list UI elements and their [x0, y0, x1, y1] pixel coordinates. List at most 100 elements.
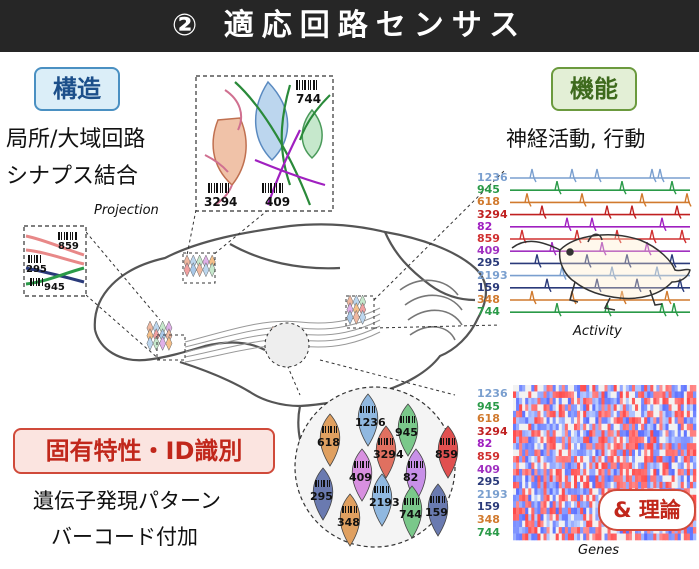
heatmap-cell	[555, 501, 560, 509]
heatmap-cell	[659, 462, 663, 470]
heatmap-cell	[558, 520, 563, 528]
heatmap-cell	[583, 481, 587, 489]
heatmap-cell	[528, 527, 532, 534]
heatmap-cell	[592, 520, 596, 528]
heatmap-cell	[662, 462, 666, 470]
heatmap-cell	[589, 468, 593, 476]
heatmap-cell	[580, 456, 584, 463]
heatmap-cell	[598, 385, 602, 392]
heatmap-cell	[674, 430, 678, 437]
heatmap-cell	[607, 397, 611, 405]
heatmap-cell	[601, 430, 605, 437]
heatmap-cell	[561, 475, 566, 483]
heatmap-cell	[522, 527, 526, 534]
heatmap-cell	[552, 417, 556, 425]
heatmap-cell	[595, 481, 599, 489]
heatmap-cell	[534, 481, 538, 489]
heatmap-cell	[598, 520, 602, 528]
heatmap-cell	[610, 481, 614, 489]
heatmap-cell	[668, 404, 672, 412]
heatmap-cell	[546, 462, 550, 470]
heatmap-cell	[534, 397, 538, 405]
heatmap-cell	[686, 449, 691, 457]
heatmap-cell	[534, 475, 538, 483]
heatmap-cell	[616, 404, 621, 412]
heatmap-cell	[567, 449, 572, 457]
heatmap-cell	[549, 385, 553, 392]
heatmap-cell	[540, 527, 544, 534]
heatmap-cell	[561, 494, 566, 502]
heatmap-cell	[519, 404, 523, 412]
heatmap-cell	[662, 436, 666, 444]
heatmap-cell	[647, 436, 651, 444]
heatmap-cell	[522, 468, 526, 476]
heatmap-cell	[680, 397, 685, 405]
projection-inset-label: 3294	[204, 195, 238, 209]
banner-title: ② 適応回路センサス	[171, 8, 528, 43]
heatmap-cell	[522, 430, 526, 437]
heatmap-cell	[635, 430, 639, 437]
heatmap-cell	[659, 410, 663, 418]
heatmap-cell	[622, 391, 627, 399]
heatmap-cell	[592, 456, 596, 463]
heatmap-cell	[674, 436, 678, 444]
heatmap-cell	[631, 385, 636, 392]
heatmap-cell	[513, 410, 517, 418]
heatmap-cell	[638, 385, 642, 392]
heatmap-cell	[561, 462, 566, 470]
heatmap-cell	[638, 443, 642, 450]
heatmap-cell	[543, 397, 547, 405]
heatmap-cell	[650, 468, 654, 476]
heatmap-cell	[625, 468, 630, 476]
heatmap-cell	[570, 533, 575, 541]
heatmap-cell	[549, 527, 553, 534]
heatmap-cell	[631, 391, 636, 399]
heatmap-cell	[525, 417, 529, 425]
heatmap-cell	[558, 527, 563, 534]
heatmap-cell	[586, 430, 590, 437]
heatmap-cell	[525, 391, 529, 399]
heatmap-cell	[531, 468, 535, 476]
heatmap-cell	[631, 475, 636, 483]
heatmap-cell	[644, 430, 648, 437]
cluster-cell-label: 409	[349, 471, 372, 484]
heatmap-cell	[680, 404, 685, 412]
heatmap-cell	[574, 443, 578, 450]
heatmap-cell	[622, 456, 627, 463]
heatmap-cell	[631, 462, 636, 470]
heatmap-cell	[543, 533, 547, 541]
activity-trace	[510, 266, 690, 280]
heatmap-cell	[647, 533, 651, 541]
heatmap-cell	[577, 494, 581, 502]
heatmap-cell	[665, 391, 669, 399]
heatmap-cell	[686, 443, 691, 450]
heatmap-cell	[638, 456, 642, 463]
heatmap-cell	[567, 462, 572, 470]
cluster-cell-label: 82	[403, 471, 419, 484]
heatmap-cell	[692, 533, 697, 541]
heatmap-cell	[546, 397, 550, 405]
heatmap-cell	[607, 385, 611, 392]
heatmap-cell	[598, 456, 602, 463]
heatmap-cell	[677, 462, 682, 470]
heatmap-cell	[610, 391, 614, 399]
heatmap-cell	[659, 468, 663, 476]
heatmap-cell	[610, 456, 614, 463]
heatmap-cell	[659, 430, 663, 437]
heatmap-cell	[555, 527, 560, 534]
heatmap-cell	[631, 533, 636, 541]
heatmap-cell	[531, 475, 535, 483]
heatmap-cell	[622, 417, 627, 425]
cluster-cell-label: 945	[395, 426, 418, 439]
heatmap-cell	[683, 385, 688, 392]
heatmap-cell	[674, 417, 678, 425]
heatmap-cell	[537, 423, 541, 431]
heatmap-cell	[528, 417, 532, 425]
heatmap-cell	[555, 475, 560, 483]
heatmap-cell	[647, 410, 651, 418]
heatmap-cell	[686, 410, 691, 418]
heatmap-cell	[610, 404, 614, 412]
heatmap-cell	[662, 404, 666, 412]
heatmap-cell	[689, 443, 694, 450]
heatmap-cell	[662, 481, 666, 489]
